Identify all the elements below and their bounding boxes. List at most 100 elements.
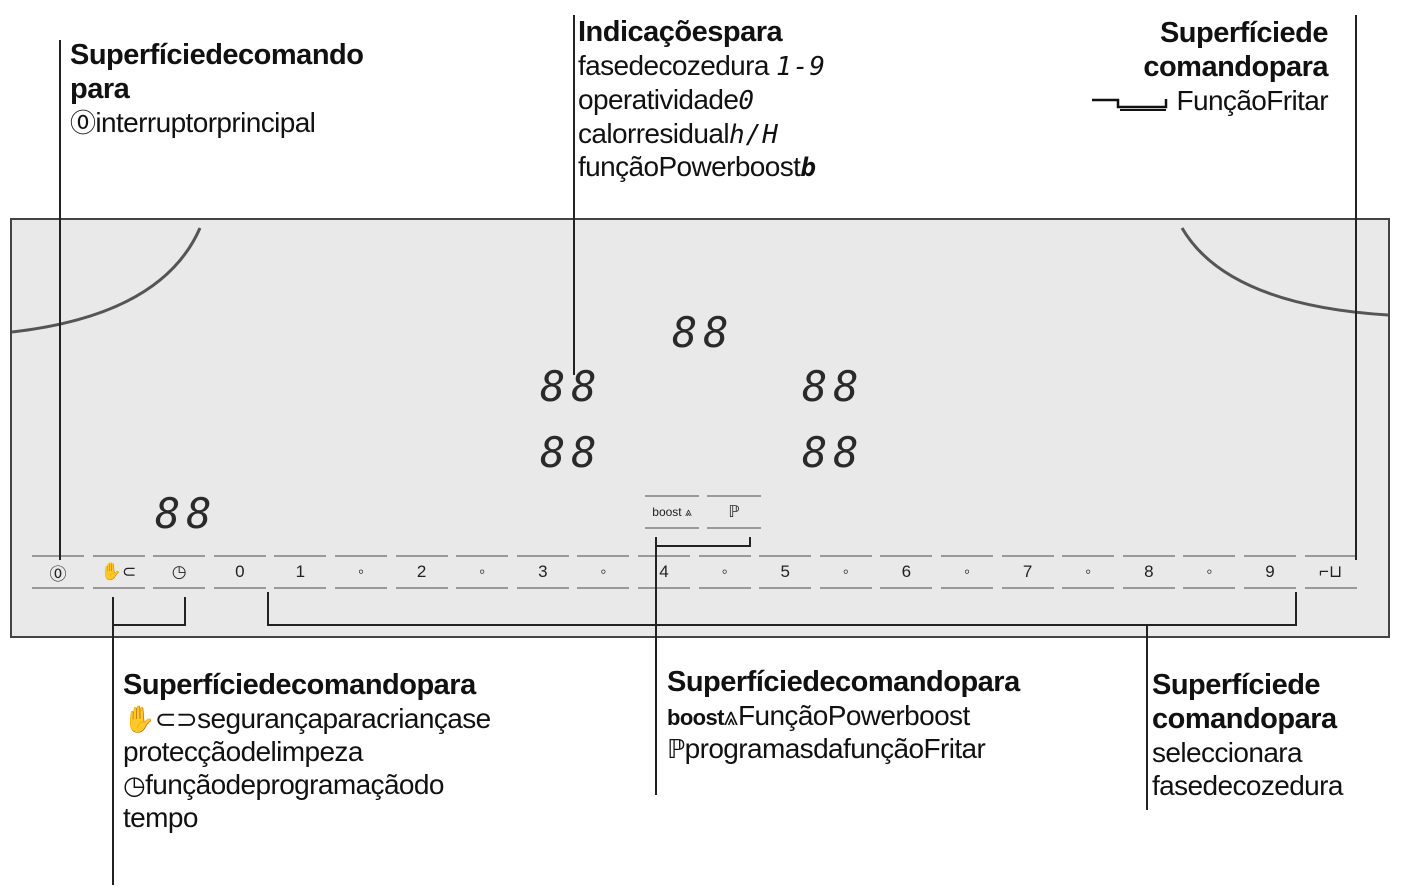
callout-text: fasedecozedura [1152,770,1343,802]
callout-title: Superfíciede [1152,669,1321,701]
key-half-step[interactable]: ◦ [941,555,993,589]
fry-programs-key[interactable]: ℙ [707,495,761,529]
callout-text: tempo [123,802,198,834]
display-left-lower: 88 [540,428,603,477]
key-label: 2 [416,562,427,581]
callout-text: calorresidual [578,117,730,149]
key-level-4[interactable]: 4 [638,555,690,589]
left-zone-arc [12,227,202,334]
right-zone-arc [1180,227,1388,317]
power-icon: ⓪ [70,108,96,139]
bracket-power-level [267,592,1297,626]
callout-text: operatividade [578,83,739,115]
callout-title: comandopara [1143,51,1328,84]
key-label: ◦ [357,562,365,581]
key-half-step[interactable]: ◦ [335,555,387,589]
callout-title: para [70,73,130,106]
key-half-step[interactable]: ◦ [456,555,509,589]
key-level-1[interactable]: 1 [274,555,327,589]
key-label: ⌐⊔ [1318,562,1343,581]
display-left-upper: 88 [540,362,603,411]
timer-display: 88 [155,489,218,538]
cooktop-control-panel [10,218,1390,638]
segment-code: h/H [728,119,779,150]
callout-childlock-timer: Superfíciedecomandopara ✋⊂⊃segurançapara… [123,668,491,834]
callout-text: funçãoPowerboost [578,151,801,183]
callout-text: seleccionara [1152,737,1303,769]
callout-text: programasdafunçãoFritar [684,733,986,765]
callout-text: segurançaparacriançase [197,703,491,735]
callout-text: interruptorprincipal [95,107,316,139]
callout-power-level: Superfíciede comandopara seleccionara fa… [1152,668,1343,803]
key-level-3[interactable]: 3 [516,555,569,589]
callout-title: Indicaçõespara [578,16,783,48]
key-label: 4 [659,562,669,581]
key-power-icon[interactable]: ⓪ [32,555,84,589]
key-level-6[interactable]: 6 [880,555,933,589]
key-label: 3 [538,562,548,581]
bracket-childlock-timer [112,597,186,626]
key-half-step[interactable]: ◦ [577,555,630,589]
key-childlock-icon[interactable]: ✋⊂ [92,555,145,589]
key-label: ◷ [171,562,187,581]
callout-text: protecçãodelimpeza [123,736,363,768]
callout-main-switch: Superfíciedecomando para ⓪interruptorpri… [70,38,364,139]
cooking-zone-arcs [12,227,1388,334]
key-label: 0 [235,562,245,581]
key-half-step[interactable]: ◦ [819,555,872,589]
key-label: ◦ [963,562,971,581]
callout-fry-function: Superfíciede comandopara FunçãoFritar [1040,16,1329,117]
key-label: ◦ [721,562,728,581]
callout-title: Superfíciedecomando [70,39,364,71]
key-level-7[interactable]: 7 [1001,555,1054,589]
boost-label: boost [667,705,724,731]
callout-indicators: Indicaçõespara fasedecozedura 1-9 operat… [578,15,826,184]
key-label: ◦ [600,562,607,581]
p-outline-icon: ℙ [667,734,685,765]
key-clock-icon[interactable]: ◷ [153,555,206,589]
display-top-center: 88 [672,308,735,357]
key-level-9[interactable]: 9 [1244,555,1296,589]
key-label: 8 [1144,562,1154,581]
display-right-lower: 88 [802,428,865,477]
key-level-5[interactable]: 5 [759,555,812,589]
bracket-boost [655,537,751,547]
pan-icon [1092,98,1168,112]
display-right-upper: 88 [802,362,865,411]
callout-title: comandopara [1152,703,1337,736]
boost-key[interactable]: boost ⩓ [645,495,699,529]
callout-text: FunçãoFritar [1176,85,1328,117]
key-label: ◦ [1085,562,1092,581]
key-label: 7 [1022,562,1033,581]
callout-text: funçãodeprogramaçãodo [145,769,444,801]
key-label: ◦ [842,562,849,581]
hand-key-icon: ✋⊂⊃ [123,704,198,735]
key-label: 1 [295,562,306,581]
key-label: ◦ [1206,562,1213,581]
key-label: 5 [780,562,790,581]
key-level-0[interactable]: 0 [213,555,266,589]
key-label: ✋⊂ [100,562,137,581]
callout-title: Superfíciedecomandopara [123,669,476,701]
key-label: ⓪ [49,564,67,584]
segment-code: 0 [738,85,755,116]
key-label: 6 [901,562,912,581]
key-half-step[interactable]: ◦ [698,555,751,589]
callout-text: FunçãoPowerboost [737,700,970,732]
callout-title: Superfíciede [1159,17,1329,49]
key-pan-icon[interactable]: ⌐⊔ [1304,555,1357,589]
key-label: ◦ [479,562,486,581]
key-level-2[interactable]: 2 [395,555,448,589]
key-half-step[interactable]: ◦ [1183,555,1236,589]
callout-title: Superfíciedecomandopara [667,666,1020,698]
key-label: 9 [1265,562,1275,581]
segment-code: 1-9 [776,52,827,83]
callout-text: fasedecozedura [578,50,769,82]
clock-icon: ◷ [123,770,146,801]
segment-code: b [800,153,817,184]
double-chevron-up-icon: ⩓ [723,701,739,732]
callout-boost-programs: Superfíciedecomandopara boost⩓FunçãoPowe… [667,665,1020,765]
key-level-8[interactable]: 8 [1122,555,1175,589]
key-half-step[interactable]: ◦ [1062,555,1115,589]
